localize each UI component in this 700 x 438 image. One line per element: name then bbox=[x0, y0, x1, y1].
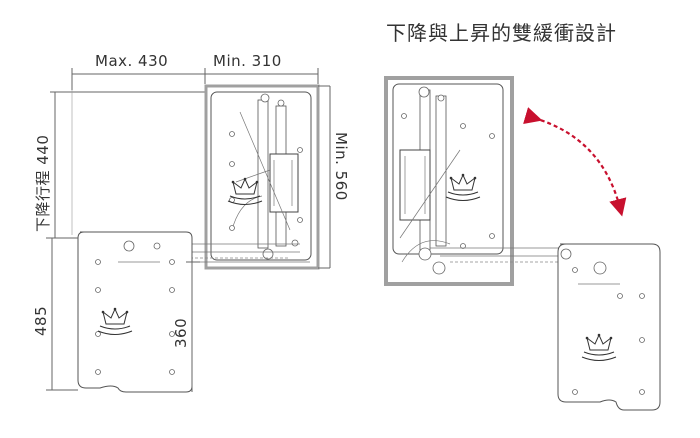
upper-cabinet-outline bbox=[204, 84, 320, 270]
gas-spring-housing bbox=[399, 149, 431, 221]
min-height-label: Min. 560 bbox=[332, 132, 350, 201]
right-cabinet-outline bbox=[384, 76, 514, 286]
gas-spring-housing bbox=[269, 153, 299, 213]
double-buffer-arrow-icon bbox=[523, 107, 627, 217]
right-diagram: 下降與上昇的雙緩衝設計 bbox=[384, 21, 661, 411]
inner-height-label: 360 bbox=[172, 318, 190, 348]
mechanism-arm bbox=[435, 95, 447, 247]
max-width-label: Max. 430 bbox=[95, 52, 168, 70]
travel-label: 下降行程 440 bbox=[34, 135, 52, 232]
left-diagram: Max. 430 Min. 310 下降行程 440 Min. 560 bbox=[32, 52, 350, 393]
right-lower-basket-panel bbox=[557, 243, 661, 411]
min-width-label: Min. 310 bbox=[213, 52, 282, 70]
lower-height-label: 485 bbox=[32, 306, 50, 336]
diagram-title: 下降與上昇的雙緩衝設計 bbox=[386, 21, 617, 45]
lower-basket-panel bbox=[77, 231, 193, 393]
